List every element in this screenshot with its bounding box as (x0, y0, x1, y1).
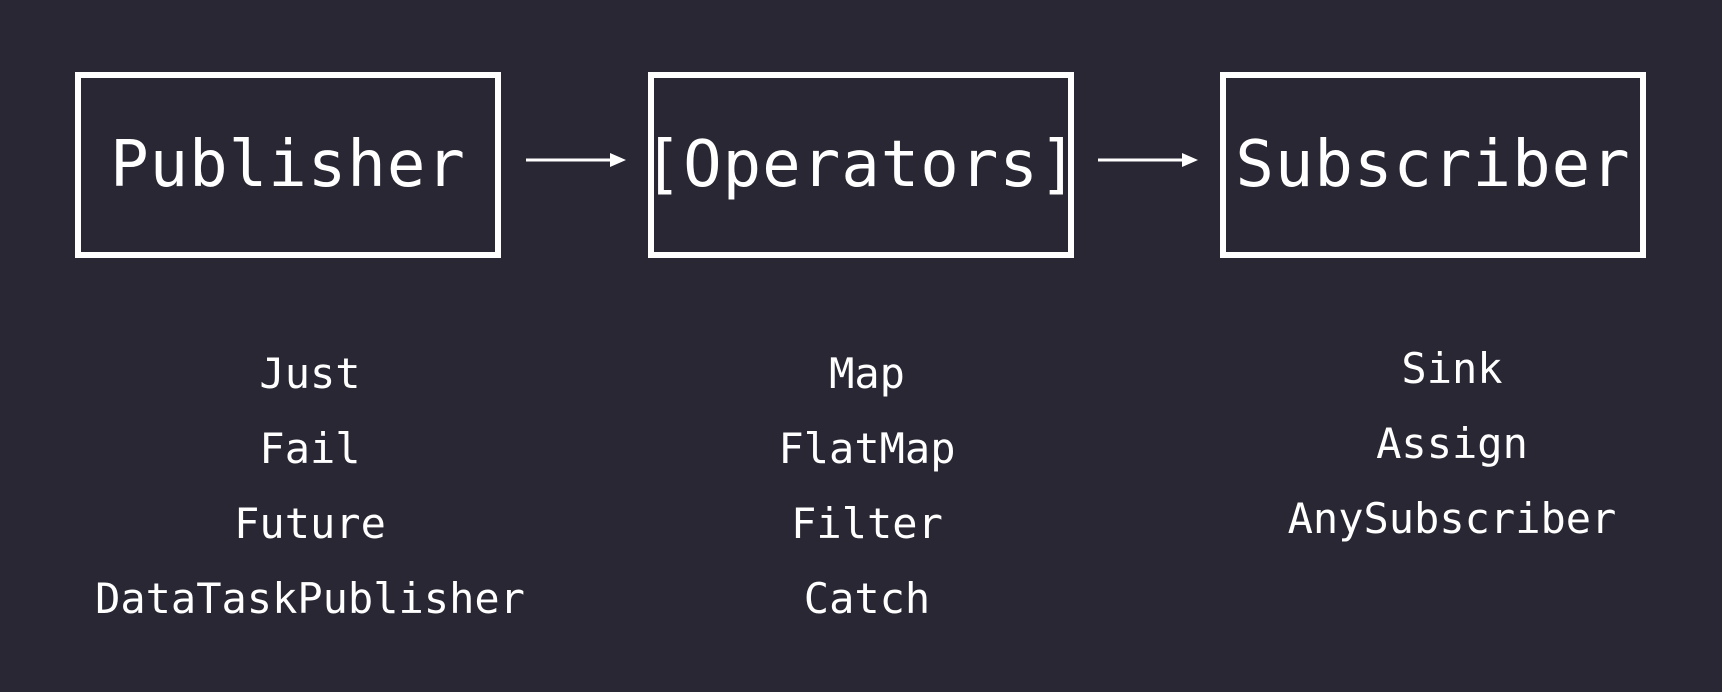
list-item: Filter (791, 499, 943, 548)
subscriber-examples-list: Sink Assign AnySubscriber (1172, 348, 1722, 573)
arrow-right-icon (526, 153, 626, 167)
list-item: Map (829, 349, 905, 398)
operators-box: [Operators] (644, 72, 1077, 258)
operators-label: [Operators] (643, 128, 1079, 202)
operators-examples-list: Map FlatMap Filter Catch (587, 353, 1147, 653)
list-item: Fail (259, 424, 361, 473)
list-item: DataTaskPublisher (95, 574, 525, 623)
list-item: Assign (1376, 419, 1528, 468)
list-item: Future (234, 499, 386, 548)
publisher-box: Publisher (75, 72, 501, 258)
subscriber-label: Subscriber (1235, 128, 1631, 202)
publisher-examples-list: Just Fail Future DataTaskPublisher (30, 353, 590, 653)
list-item: Catch (803, 574, 931, 623)
list-item: AnySubscriber (1287, 494, 1617, 543)
list-item: FlatMap (778, 424, 956, 473)
list-item: Just (259, 349, 361, 398)
arrow-right-icon (1098, 153, 1198, 167)
subscriber-box: Subscriber (1220, 72, 1646, 258)
list-item: Sink (1401, 344, 1503, 393)
publisher-label: Publisher (110, 128, 466, 202)
